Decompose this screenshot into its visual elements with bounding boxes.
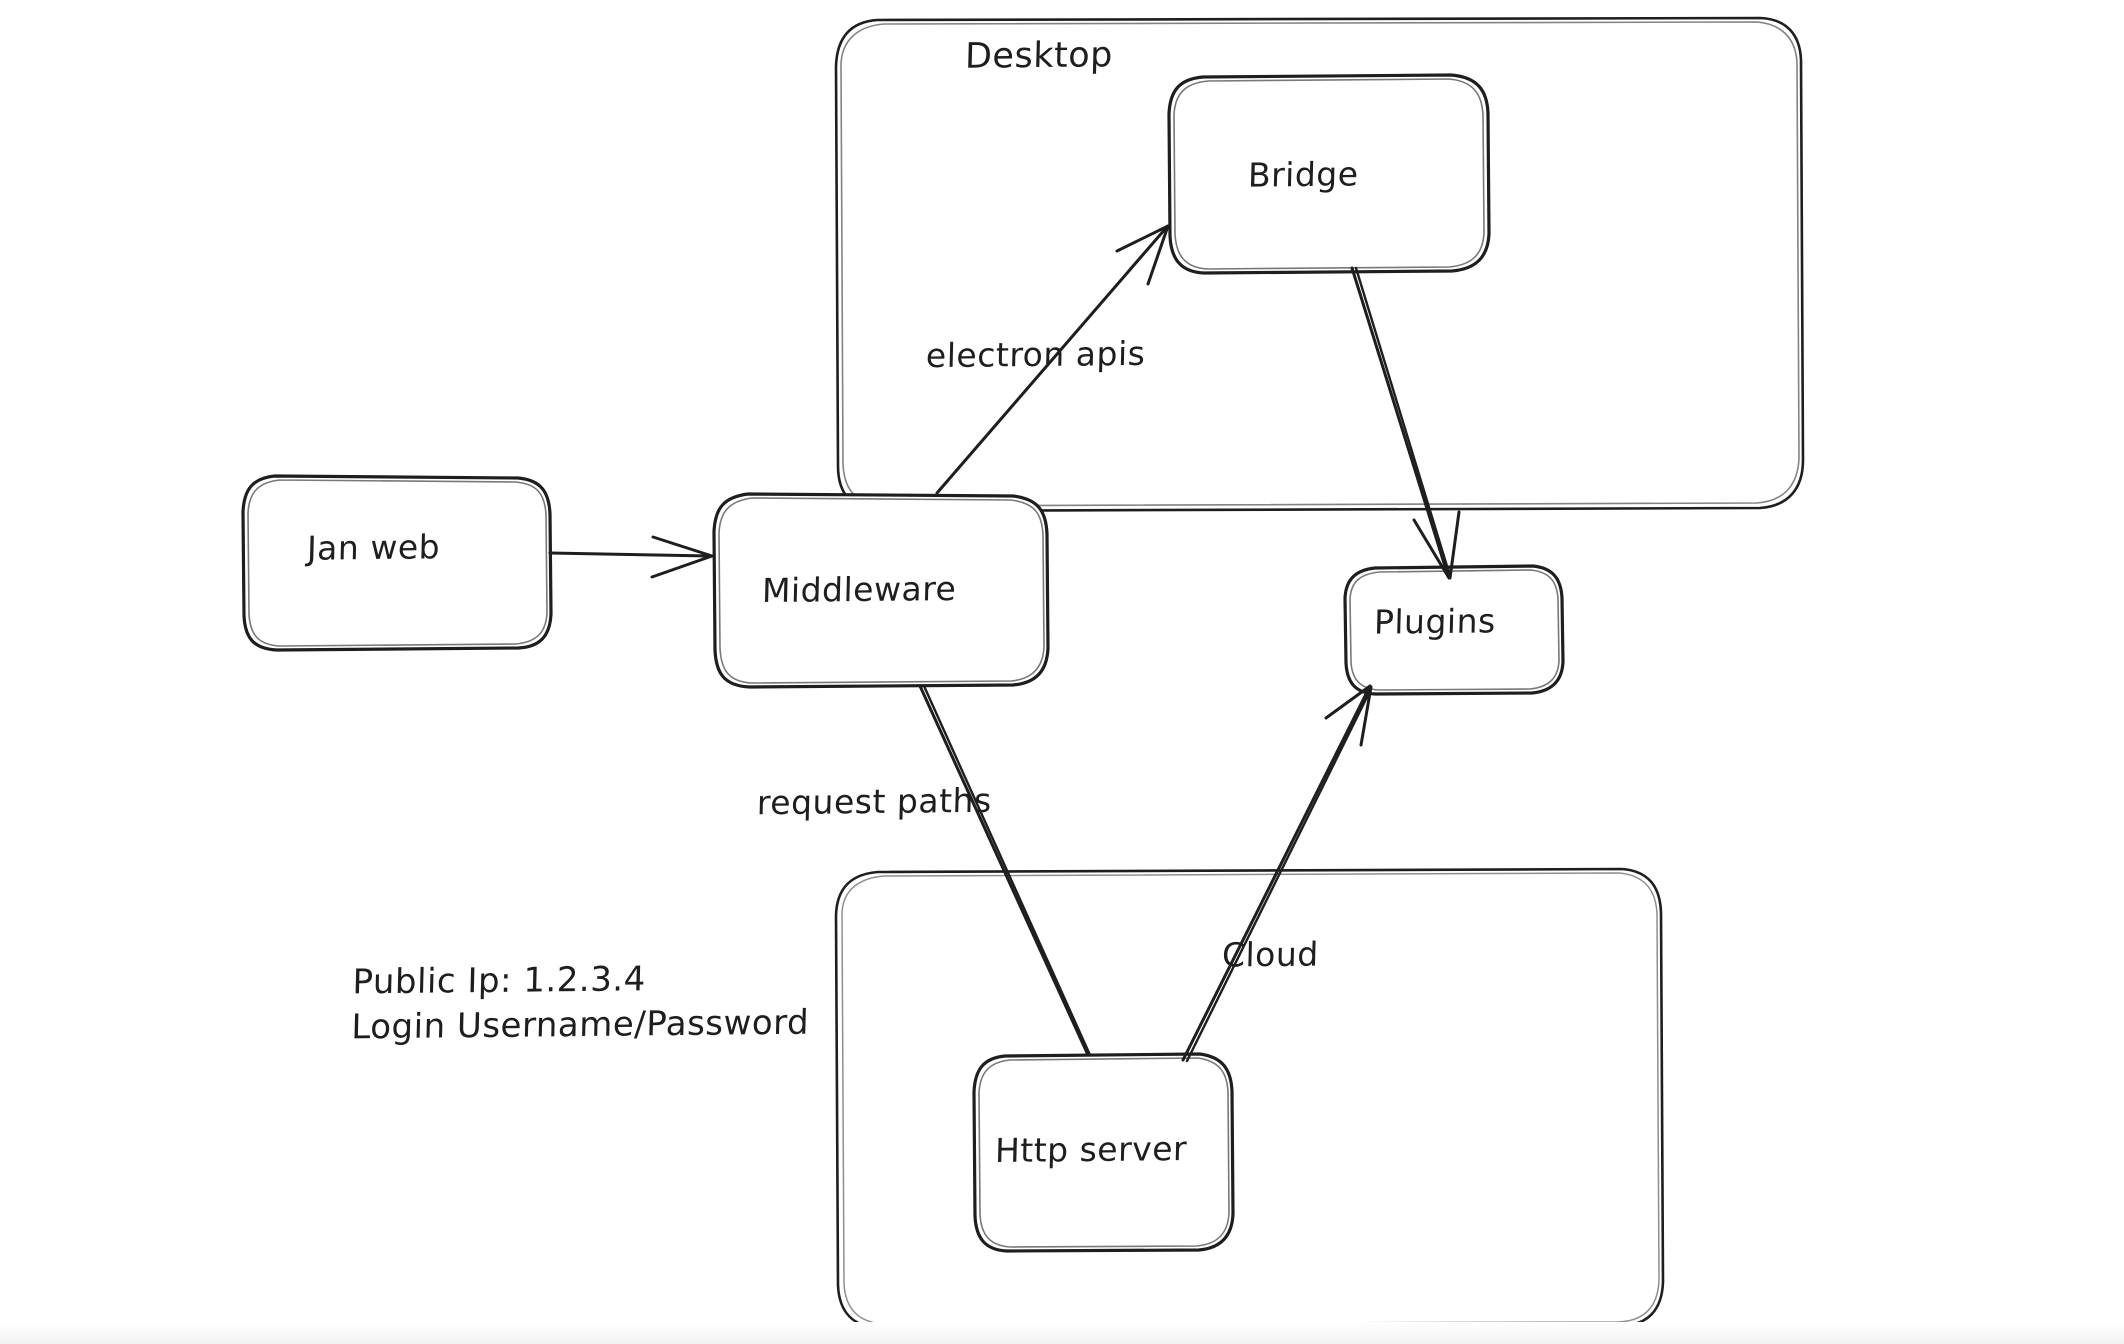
node-jan-web[interactable] [241, 474, 553, 652]
node-label-jan-web: Jan web [306, 527, 441, 568]
node-label-plugins: Plugins [1373, 601, 1497, 642]
edge-label-cloud: Cloud [1221, 934, 1320, 975]
edge-middleware-to-httpserver [918, 684, 1092, 1057]
edge-label-request-paths: request paths [756, 780, 993, 823]
node-label-http-server: Http server [994, 1128, 1188, 1171]
group-desktop [834, 16, 1805, 513]
bottom-edge-fade [0, 1322, 2124, 1344]
note-connection-info: Public Ip: 1.2.3.4 Login Username/Passwo… [350, 959, 810, 1048]
node-label-bridge: Bridge [1247, 154, 1360, 195]
edge-label-electron-apis: electron apis [925, 333, 1146, 376]
node-http-server[interactable] [972, 1052, 1235, 1253]
edge-httpserver-to-plugins [1181, 684, 1373, 1063]
edge-janweb-to-middleware [548, 535, 714, 579]
node-bridge[interactable] [1167, 73, 1491, 275]
node-plugins[interactable] [1343, 564, 1565, 696]
edge-middleware-to-bridge [935, 224, 1170, 495]
edge-bridge-to-plugins [1350, 266, 1461, 580]
group-label-desktop: Desktop [964, 35, 1114, 77]
node-label-middleware: Middleware [761, 568, 957, 611]
node-middleware[interactable] [712, 492, 1050, 689]
